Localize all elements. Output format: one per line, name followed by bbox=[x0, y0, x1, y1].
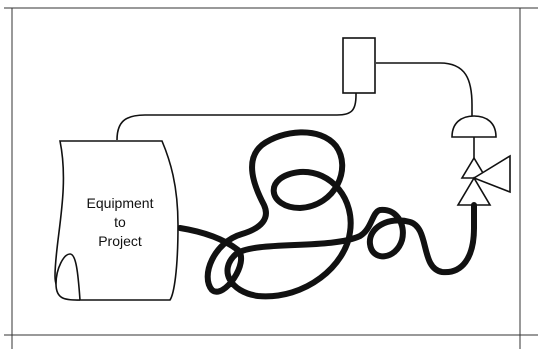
signal-line-right bbox=[376, 62, 473, 116]
hose bbox=[177, 129, 477, 300]
signal-line-left bbox=[116, 86, 357, 141]
control-valve bbox=[456, 154, 511, 206]
scroll-label-line-2: to bbox=[114, 214, 126, 230]
scroll-shape bbox=[54, 140, 179, 301]
scroll-label-line-3: Project bbox=[98, 233, 142, 249]
instrument-box bbox=[342, 37, 376, 94]
valve-actuator bbox=[451, 115, 497, 138]
frame-border bbox=[4, 7, 538, 349]
scroll-label-line-1: Equipment bbox=[87, 195, 154, 211]
